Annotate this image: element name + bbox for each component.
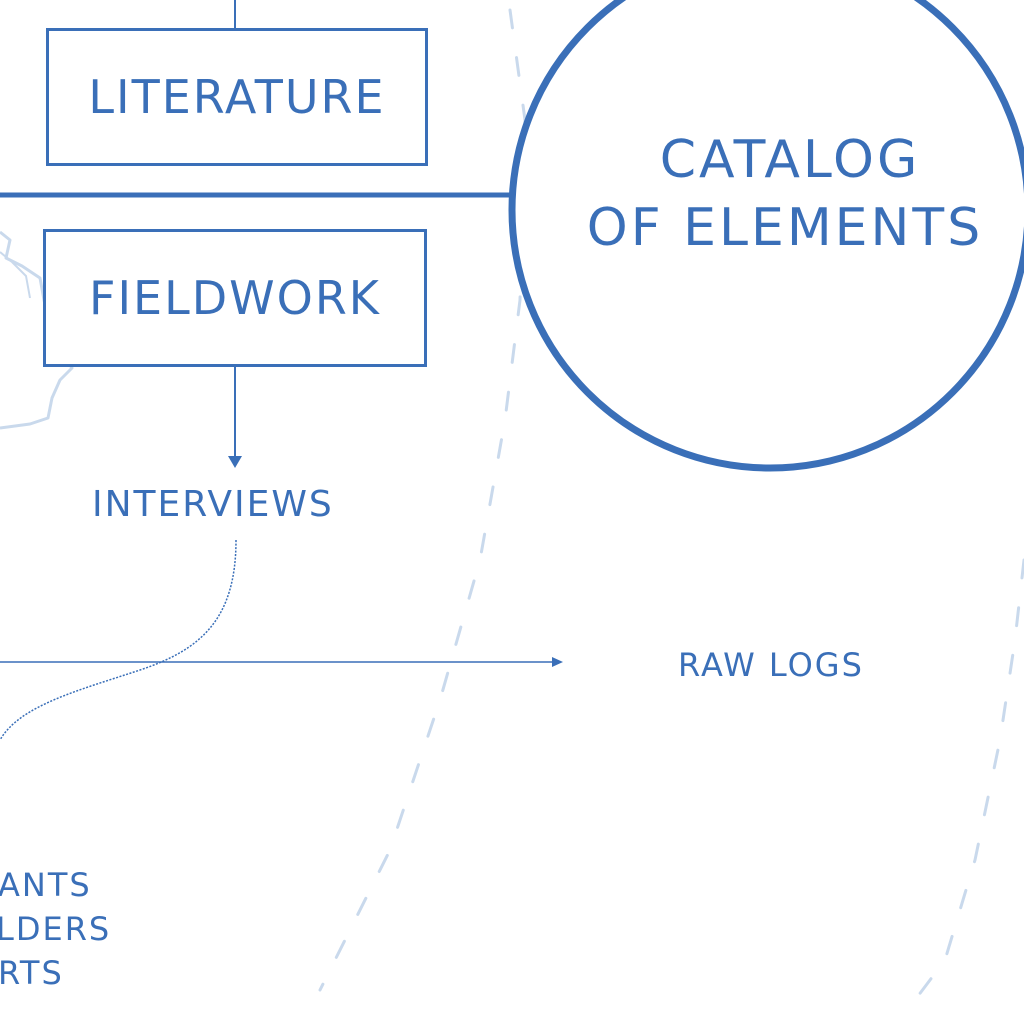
- fieldwork-box[interactable]: FIELDWORK: [43, 229, 427, 367]
- connector-interviews-curve: [0, 539, 237, 741]
- partial-list-item-1: ANTS: [0, 866, 92, 904]
- catalog-circle: [508, 0, 1024, 472]
- partial-list-item-2: LDERS: [0, 910, 112, 948]
- catalog-label-line1: CATALOG: [659, 130, 921, 190]
- catalog-label-line2: OF ELEMENTS: [586, 198, 984, 258]
- interviews-label: INTERVIEWS: [92, 484, 334, 525]
- dashed-guide-right: [913, 558, 1024, 1002]
- literature-box[interactable]: LITERATURE: [46, 28, 428, 166]
- literature-label: LITERATURE: [88, 70, 386, 124]
- background-outline-2: [0, 251, 31, 299]
- partial-list-item-3: RTS: [0, 954, 64, 992]
- fieldwork-label: FIELDWORK: [89, 271, 381, 325]
- raw-logs-label: RAW LOGS: [678, 646, 864, 684]
- dashed-guide-left: [318, 8, 527, 992]
- arrowhead-interviews: [228, 456, 242, 468]
- arrowhead-raw-logs: [552, 657, 563, 667]
